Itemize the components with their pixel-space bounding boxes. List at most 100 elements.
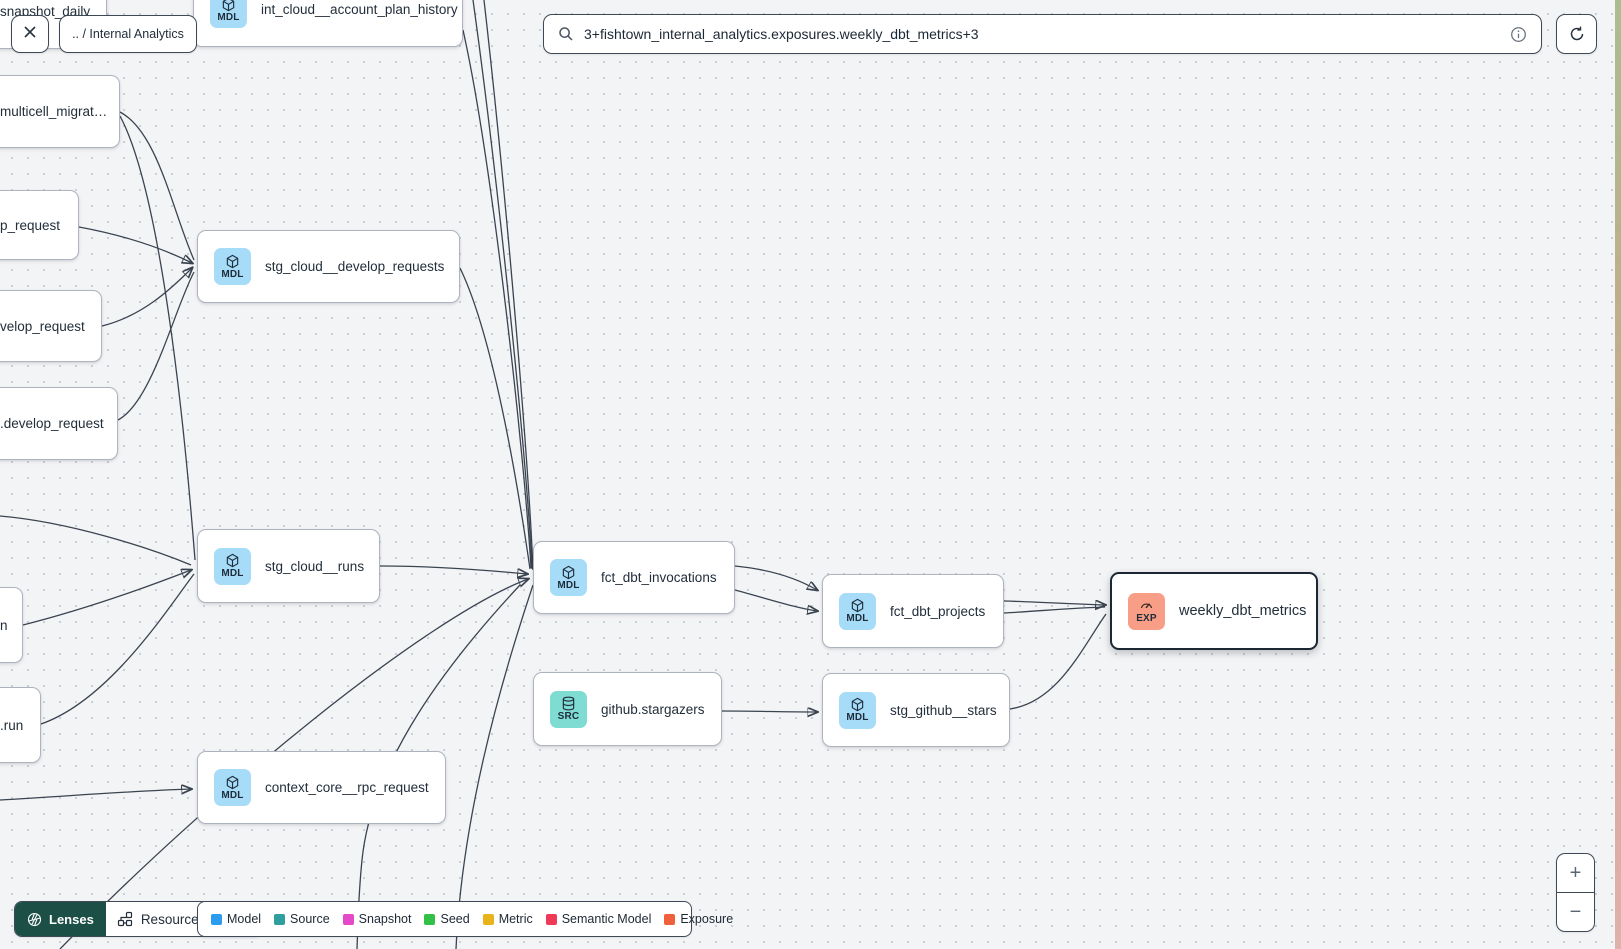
search-icon (558, 26, 574, 42)
legend-label: Source (290, 912, 330, 926)
legend-item-metric: Metric (482, 912, 533, 926)
edge (462, 29, 532, 569)
node-label: github.stargazers (601, 701, 705, 717)
model-cube-icon (226, 254, 239, 268)
lenses-icon (27, 912, 42, 927)
node-label: .run (0, 717, 24, 733)
edge (734, 565, 817, 590)
graph-node-run_node[interactable]: MDL.run (0, 687, 41, 763)
refresh-icon (1568, 25, 1586, 43)
node-badge-label: SRC (557, 711, 580, 722)
search-input[interactable]: 3+fishtown_internal_analytics.exposures.… (543, 14, 1542, 54)
plus-icon: + (1569, 861, 1582, 884)
node-label: int_cloud__account_plan_history (261, 2, 458, 17)
edge (117, 271, 195, 421)
legend-swatch (211, 913, 222, 925)
node-label: context_core__rpc_request (265, 780, 429, 795)
node-label: weekly_dbt_metrics (1179, 603, 1307, 619)
node-badge-mdl: MDL (839, 592, 876, 630)
model-cube-icon (851, 598, 864, 613)
node-badge-label: MDL (221, 568, 244, 579)
node-badge-label: MDL (221, 789, 244, 801)
node-badge-mdl: MDL (214, 769, 251, 806)
graph-node-context_core__rpc_request[interactable]: MDL context_core__rpc_request (197, 751, 446, 824)
lenses-label: Lenses (49, 911, 94, 927)
graph-node-p_request[interactable]: MDLp_request (0, 190, 79, 260)
node-label: stg_cloud__runs (265, 558, 365, 574)
lenses-button[interactable]: Lenses (15, 902, 106, 936)
legend-label: Snapshot (358, 912, 412, 926)
edge (59, 579, 528, 949)
source-database-icon (562, 696, 575, 711)
legend-item-snapshot: Snapshot (342, 912, 412, 926)
legend-swatch (424, 913, 436, 925)
graph-node-int_cloud__account_plan_history[interactable]: MDL int_cloud__account_plan_history (193, 0, 463, 47)
graph-node-multicell_migrat[interactable]: MDLmulticell_migrat… (0, 75, 120, 148)
graph-node-stg_github__stars[interactable]: MDL stg_github__stars (822, 673, 1010, 747)
edge (472, 0, 533, 570)
node-badge-mdl: MDL (214, 547, 251, 585)
legend-swatch (274, 913, 286, 925)
legend-swatch (545, 913, 557, 925)
node-label: stg_github__stars (890, 702, 997, 718)
node-label: multicell_migrat… (0, 104, 108, 119)
node-label: stg_cloud__develop_requests (265, 259, 445, 274)
model-cube-icon (226, 775, 239, 789)
edge (734, 589, 817, 611)
graph-node-n_node[interactable]: MDLn (0, 587, 23, 663)
edge (40, 573, 195, 725)
zoom-in-button[interactable]: + (1557, 854, 1594, 893)
edge (22, 570, 191, 626)
refresh-button[interactable] (1556, 14, 1597, 54)
desktop-background-sliver (1615, 0, 1621, 949)
edge (1003, 601, 1105, 605)
close-button[interactable] (11, 15, 49, 53)
legend-label: Metric (498, 912, 533, 926)
node-badge-mdl: MDL (550, 559, 587, 596)
breadcrumb[interactable]: .. / Internal Analytics (59, 15, 197, 53)
info-icon[interactable] (1510, 26, 1527, 43)
graph-node-github_stargazers[interactable]: SRC github.stargazers (533, 672, 722, 746)
legend-label: Exposure (680, 912, 734, 926)
zoom-out-button[interactable]: − (1557, 893, 1594, 931)
graph-node-fct_dbt_projects[interactable]: MDL fct_dbt_projects (822, 574, 1004, 648)
node-label: n (0, 617, 8, 633)
node-label: fct_dbt_projects (890, 603, 986, 619)
graph-node-develop_request[interactable]: MDL.develop_request (0, 387, 118, 460)
node-badge-mdl: MDL (210, 0, 247, 28)
edge (101, 268, 192, 327)
resource-type-icon (117, 911, 133, 927)
model-cube-icon (562, 565, 575, 579)
legend-item-model: Model (211, 912, 261, 926)
edge (1003, 606, 1106, 614)
edge (119, 111, 195, 261)
graph-node-velop_request[interactable]: MDLvelop_request (0, 290, 102, 362)
edge (0, 515, 192, 566)
legend-item-exposure: Exposure (664, 912, 733, 926)
breadcrumb-label: .. / Internal Analytics (72, 27, 184, 41)
model-cube-icon (222, 0, 235, 11)
lenses-toolbar: Lenses Resource Type (14, 901, 264, 937)
model-cube-icon (851, 697, 864, 712)
node-badge-src: SRC (550, 690, 587, 728)
graph-node-stg_cloud__runs[interactable]: MDL stg_cloud__runs (197, 529, 380, 603)
node-label: velop_request (0, 318, 85, 334)
edge (78, 226, 192, 263)
legend-item-seed: Seed (424, 912, 470, 926)
node-badge-mdl: MDL (839, 691, 876, 729)
edge (119, 115, 196, 561)
resource-type-legend: Model Source Snapshot Seed Metric Semantic Mo… (197, 901, 733, 937)
search-value: 3+fishtown_internal_analytics.exposures.… (584, 26, 979, 42)
legend-item-source: Source (274, 912, 330, 926)
legend-swatch (342, 913, 354, 925)
node-label: .develop_request (0, 416, 104, 431)
exposure-gauge-icon (1140, 603, 1153, 609)
node-badge-label: MDL (217, 11, 240, 23)
model-cube-icon (226, 553, 239, 568)
close-icon (22, 24, 38, 45)
legend-item-semantic-model: Semantic Model (545, 912, 651, 926)
edge (459, 267, 531, 570)
